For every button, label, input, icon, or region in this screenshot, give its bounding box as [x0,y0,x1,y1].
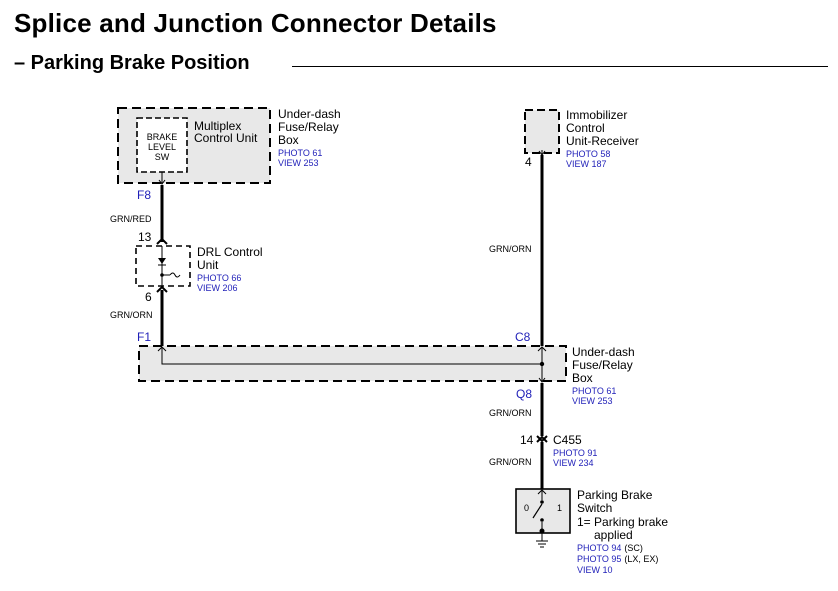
underdash-top-view[interactable]: VIEW 253 [278,158,319,168]
underdash-fuse-box-top: BRAKE LEVEL SW Multiplex Control Unit [117,107,271,185]
underdash-fuse-box-bottom [138,345,567,383]
terminal-14: 14 [520,433,534,447]
underdash-bottom-photo[interactable]: PHOTO 61 [572,386,616,396]
switch-photo-94[interactable]: PHOTO 94(SC) [577,543,643,553]
brake-level-sw-label-3: SW [155,152,170,162]
terminal-6: 6 [145,290,152,304]
switch-name-2: Switch [577,501,612,515]
wire-label-grn-orn-right: GRN/ORN [489,244,532,254]
brake-level-sw-label-2: LEVEL [148,142,176,152]
switch-name-1: Parking Brake [577,488,653,502]
terminal-c8: C8 [515,330,531,344]
underdash-top-name-3: Box [278,133,299,147]
switch-photo-95[interactable]: PHOTO 95(LX, EX) [577,554,658,564]
terminal-f1: F1 [137,330,151,344]
switch-view[interactable]: VIEW 10 [577,565,613,575]
c455-label: C455 [553,433,582,447]
underdash-top-photo[interactable]: PHOTO 61 [278,148,322,158]
drl-photo[interactable]: PHOTO 66 [197,273,241,283]
underdash-bottom-name-3: Box [572,371,593,385]
c455-photo[interactable]: PHOTO 91 [553,448,597,458]
immobilizer-name-3: Unit-Receiver [566,134,639,148]
subtitle-rule [292,66,828,67]
switch-position-1: 1 [557,503,562,513]
drl-control-unit [135,245,191,287]
drl-name-1: DRL Control [197,245,263,259]
terminal-4: 4 [525,155,532,169]
underdash-top-name-1: Under-dash [278,107,341,121]
switch-position-0: 0 [524,503,529,513]
terminal-13: 13 [138,230,152,244]
underdash-bottom-name-1: Under-dash [572,345,635,359]
switch-legend-1: 1= Parking brake [577,515,668,529]
immobilizer-name-2: Control [566,121,605,135]
wire-label-grn-orn-lower2: GRN/ORN [489,457,532,467]
immobilizer-unit [524,109,560,156]
brake-level-sw-label-1: BRAKE [147,132,178,142]
immobilizer-view[interactable]: VIEW 187 [566,159,607,169]
page-title: Splice and Junction Connector Details [14,8,497,38]
immobilizer-photo[interactable]: PHOTO 58 [566,149,610,159]
parking-brake-switch [515,488,571,548]
drl-view[interactable]: VIEW 206 [197,283,238,293]
c455-connector [536,435,548,443]
terminal-f8: F8 [137,188,151,202]
switch-legend-2: applied [594,528,633,542]
drl-name-2: Unit [197,258,219,272]
wire-label-grn-orn-lower1: GRN/ORN [489,408,532,418]
terminal-q8: Q8 [516,387,532,401]
page-subtitle: – Parking Brake Position [14,52,250,74]
multiplex-label-1: Multiplex [194,119,241,133]
wire-label-grn-red: GRN/RED [110,214,152,224]
underdash-top-name-2: Fuse/Relay [278,120,339,134]
underdash-bottom-name-2: Fuse/Relay [572,358,633,372]
c455-view[interactable]: VIEW 234 [553,458,594,468]
multiplex-label-2: Control Unit [194,131,258,145]
underdash-bottom-view[interactable]: VIEW 253 [572,396,613,406]
immobilizer-name-1: Immobilizer [566,108,627,122]
wire-label-grn-orn-left: GRN/ORN [110,310,153,320]
